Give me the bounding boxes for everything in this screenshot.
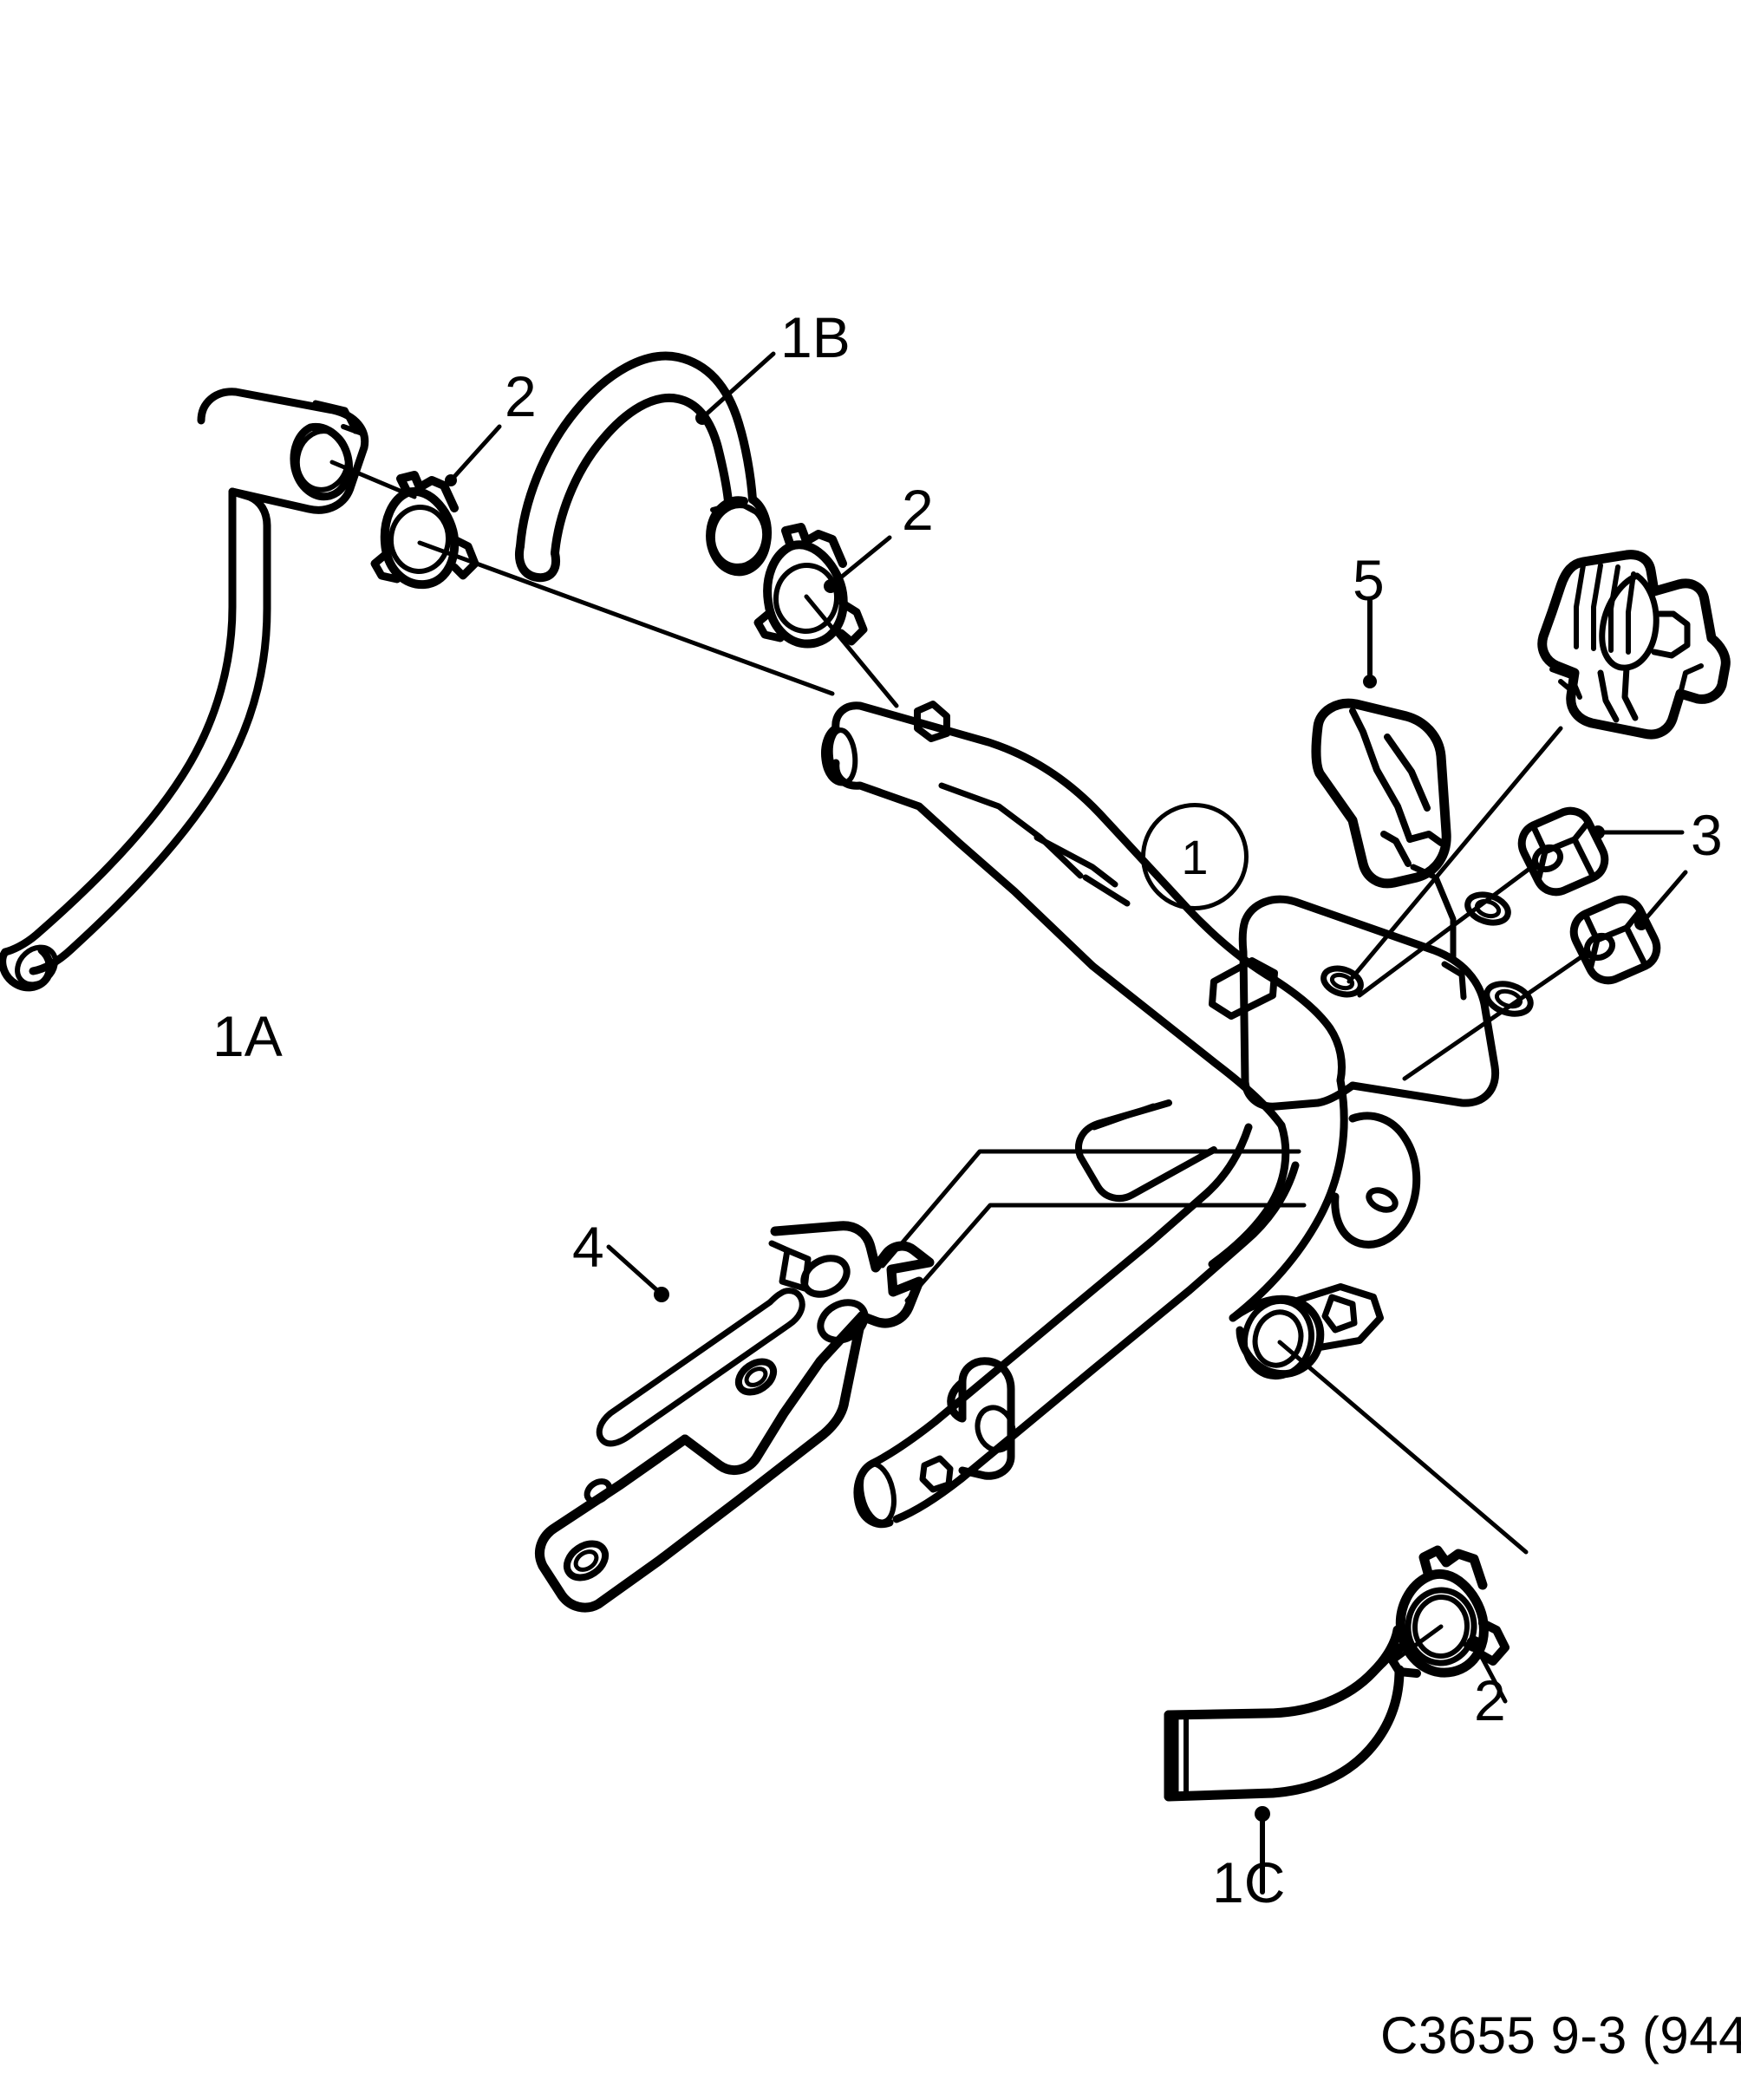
leader-nut-upper-to-hole xyxy=(1357,861,1539,998)
callout-label-4: 4 xyxy=(572,1215,604,1279)
circled-callout-1: 1 xyxy=(1141,803,1249,910)
leader-bracket-to-pipe-b xyxy=(904,1203,1307,1303)
leader-callout-3-lower xyxy=(1641,870,1688,923)
part-2-clamp-lower-right xyxy=(1386,1545,1510,1678)
callout-label-5: 5 xyxy=(1353,548,1385,612)
leader-1a-to-clamp xyxy=(329,460,417,499)
leader-callout-2-upper-left xyxy=(450,424,502,481)
diagram-caption: C3655 9-3 (9440) xyxy=(1380,2006,1741,2064)
part-1a-hose xyxy=(0,388,369,992)
part-5-clip-detail xyxy=(1537,550,1731,740)
leader-clamp-to-pipe-upper xyxy=(417,540,835,696)
circled-callout-1-text: 1 xyxy=(1181,829,1209,884)
leader-callout-2-lower-right xyxy=(1473,1643,1508,1704)
part-1c-hose xyxy=(1164,1625,1405,1802)
callout-label-1a: 1A xyxy=(212,1004,283,1068)
leader-nut-lower-to-hole xyxy=(1402,949,1591,1081)
leader-callout-4 xyxy=(606,1244,662,1295)
callout-label-3: 3 xyxy=(1691,803,1723,867)
leader-clip-to-flange xyxy=(1347,726,1563,984)
leader-clamp-to-hose-1c xyxy=(1393,1624,1444,1662)
part-1-coolant-pipe xyxy=(821,701,1534,1529)
part-3-nut-upper xyxy=(1517,806,1609,897)
leader-callout-2-upper-mid xyxy=(830,535,892,587)
leader-pipe-socket-to-clamp xyxy=(1277,1340,1529,1555)
callout-label-1b: 1B xyxy=(780,305,851,369)
callout-label-2-upper-left: 2 xyxy=(505,364,537,428)
callout-label-2-upper-mid: 2 xyxy=(902,478,934,542)
leader-clamp-mid-to-pipe xyxy=(804,594,899,708)
leader-callout-1b xyxy=(701,351,776,419)
callout-label-2-lower-right: 2 xyxy=(1474,1668,1506,1732)
part-5-retaining-bracket xyxy=(1311,698,1451,889)
callout-label-1c: 1C xyxy=(1212,1850,1286,1914)
part-4-support-bracket xyxy=(535,1221,935,1613)
part-1b-hose xyxy=(515,351,772,583)
part-2-clamp-upper-left xyxy=(370,471,479,590)
part-2-clamp-upper-mid xyxy=(753,523,868,649)
part-3-nut-lower xyxy=(1569,895,1661,985)
leader-bracket-to-pipe-a xyxy=(880,1149,1301,1268)
